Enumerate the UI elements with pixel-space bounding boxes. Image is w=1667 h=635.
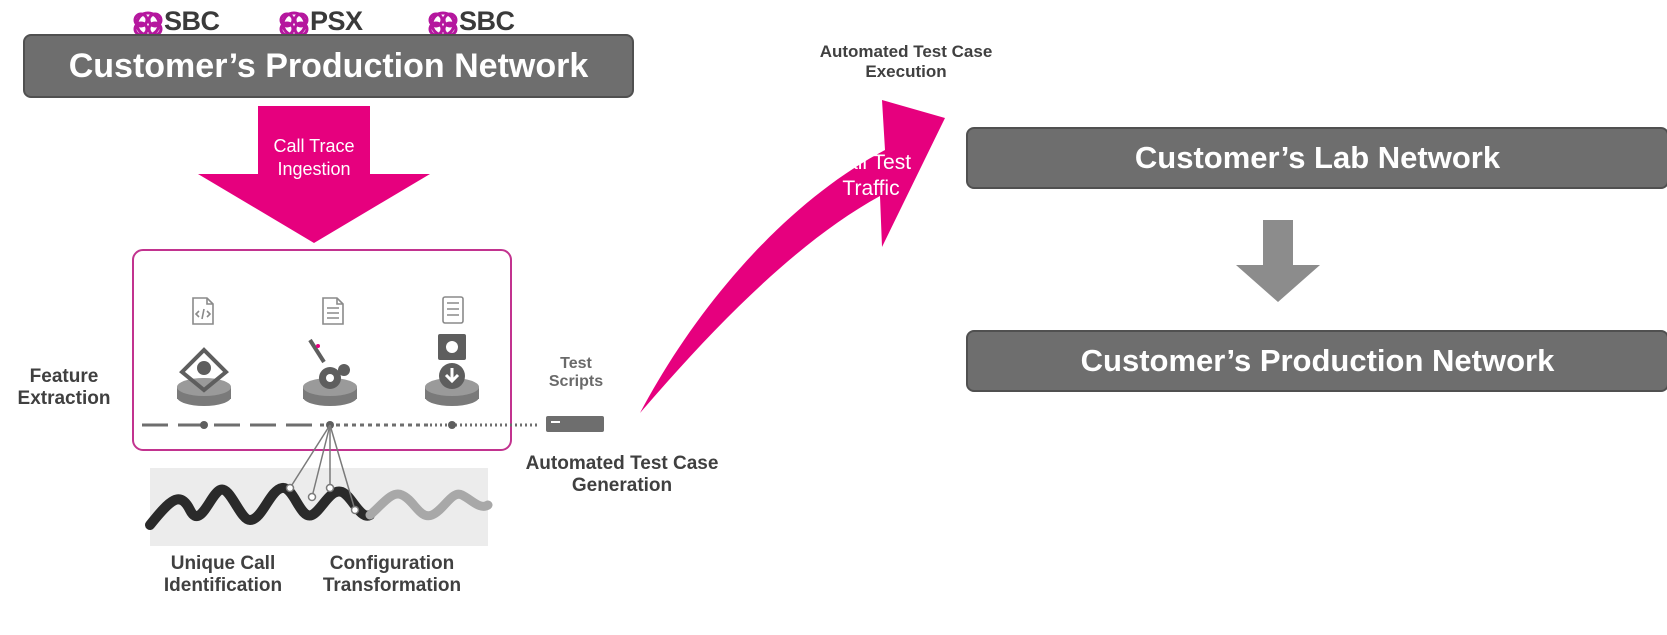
- database-icon-2: [303, 338, 357, 406]
- gray-down-arrow: [1236, 220, 1320, 302]
- traffic-curve-arrow: [640, 100, 945, 413]
- psx-logo-icon: [279, 11, 309, 37]
- production-network-top: Customer’s Production Network: [23, 34, 634, 98]
- sbc-logo-icon-1: [133, 11, 163, 37]
- ingestion-label: Call Trace Ingestion: [273, 136, 355, 179]
- production-network-right: Customer’s Production Network: [966, 330, 1667, 392]
- unique-call-label: Unique Call Identification: [163, 553, 283, 596]
- sbc-logo-icon-2: [428, 11, 458, 37]
- ingestion-arrow: [198, 106, 430, 243]
- list-icon: [442, 296, 464, 324]
- lab-network-bar: Customer’s Lab Network: [966, 127, 1667, 189]
- signal-waveform-light: [365, 489, 493, 521]
- test-scripts-icon: [546, 416, 604, 432]
- config-transform-label: Configuration Transformation: [322, 553, 462, 596]
- document-icon: [322, 297, 344, 325]
- feature-extraction-label: Feature Extraction: [17, 366, 111, 409]
- database-icon-1: [177, 347, 231, 406]
- test-scripts-label: Test Scripts: [548, 355, 604, 391]
- code-file-icon: [192, 297, 214, 325]
- traffic-label: Call Test Traffic: [830, 151, 912, 201]
- logo-label-sbc-1: SBC: [164, 6, 220, 36]
- logo-label-psx: PSX: [310, 6, 363, 36]
- database-icon-3: [425, 334, 479, 406]
- generation-label: Automated Test Case Generation: [525, 453, 719, 496]
- signal-waveform-dark: [145, 483, 375, 530]
- execution-label: Automated Test Case Execution: [819, 42, 993, 81]
- logo-label-sbc-2: SBC: [459, 6, 515, 36]
